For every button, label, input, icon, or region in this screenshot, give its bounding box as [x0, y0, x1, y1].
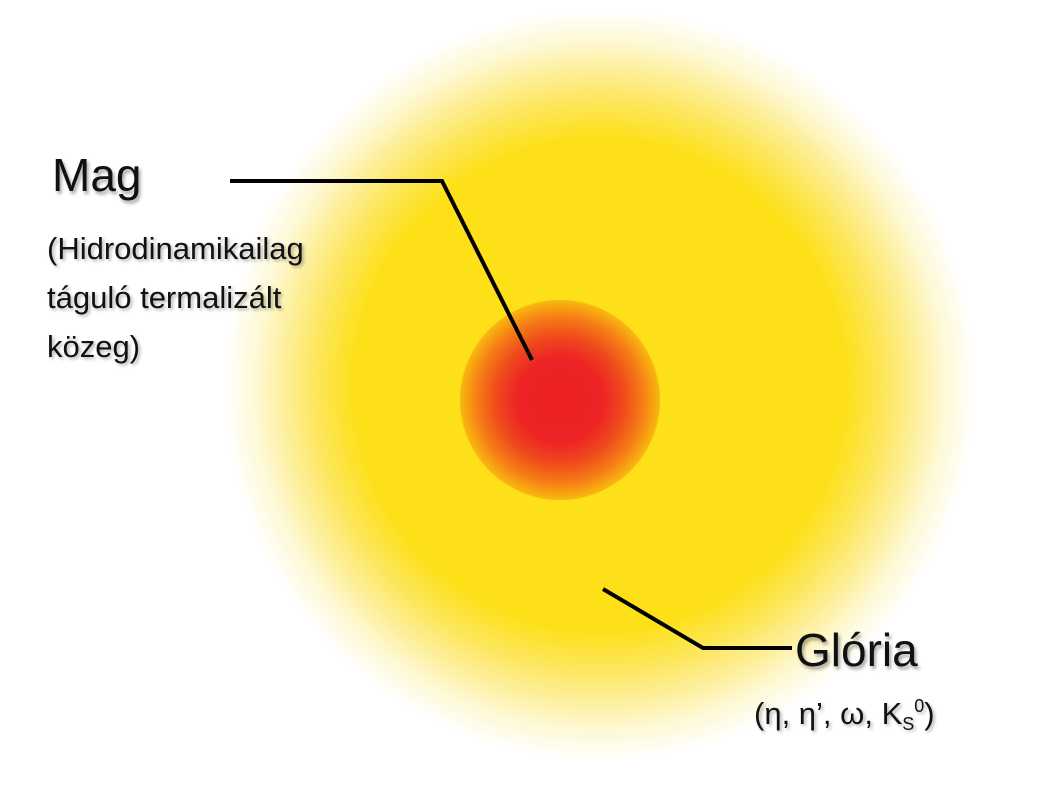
core-description: (Hidrodinamikailag táguló termalizált kö…	[47, 224, 447, 371]
halo-title: Glória	[795, 624, 918, 676]
halo-particles-superscript: 0	[914, 696, 925, 716]
core-description-line: közeg)	[47, 329, 141, 364]
halo-leader-line	[601, 587, 792, 650]
halo-particle-list: (η, η’, ω, KS0)	[754, 697, 935, 733]
halo-particles-prefix: (η, η’, ω, K	[754, 696, 903, 731]
halo-particles-subscript: S	[902, 714, 915, 734]
core-region	[460, 300, 660, 500]
core-description-line: (Hidrodinamikailag	[47, 231, 304, 266]
core-description-line: táguló termalizált	[47, 280, 282, 315]
halo-particles-suffix: )	[924, 696, 935, 731]
core-title: Mag	[52, 149, 142, 201]
core-leader-line	[230, 179, 534, 361]
